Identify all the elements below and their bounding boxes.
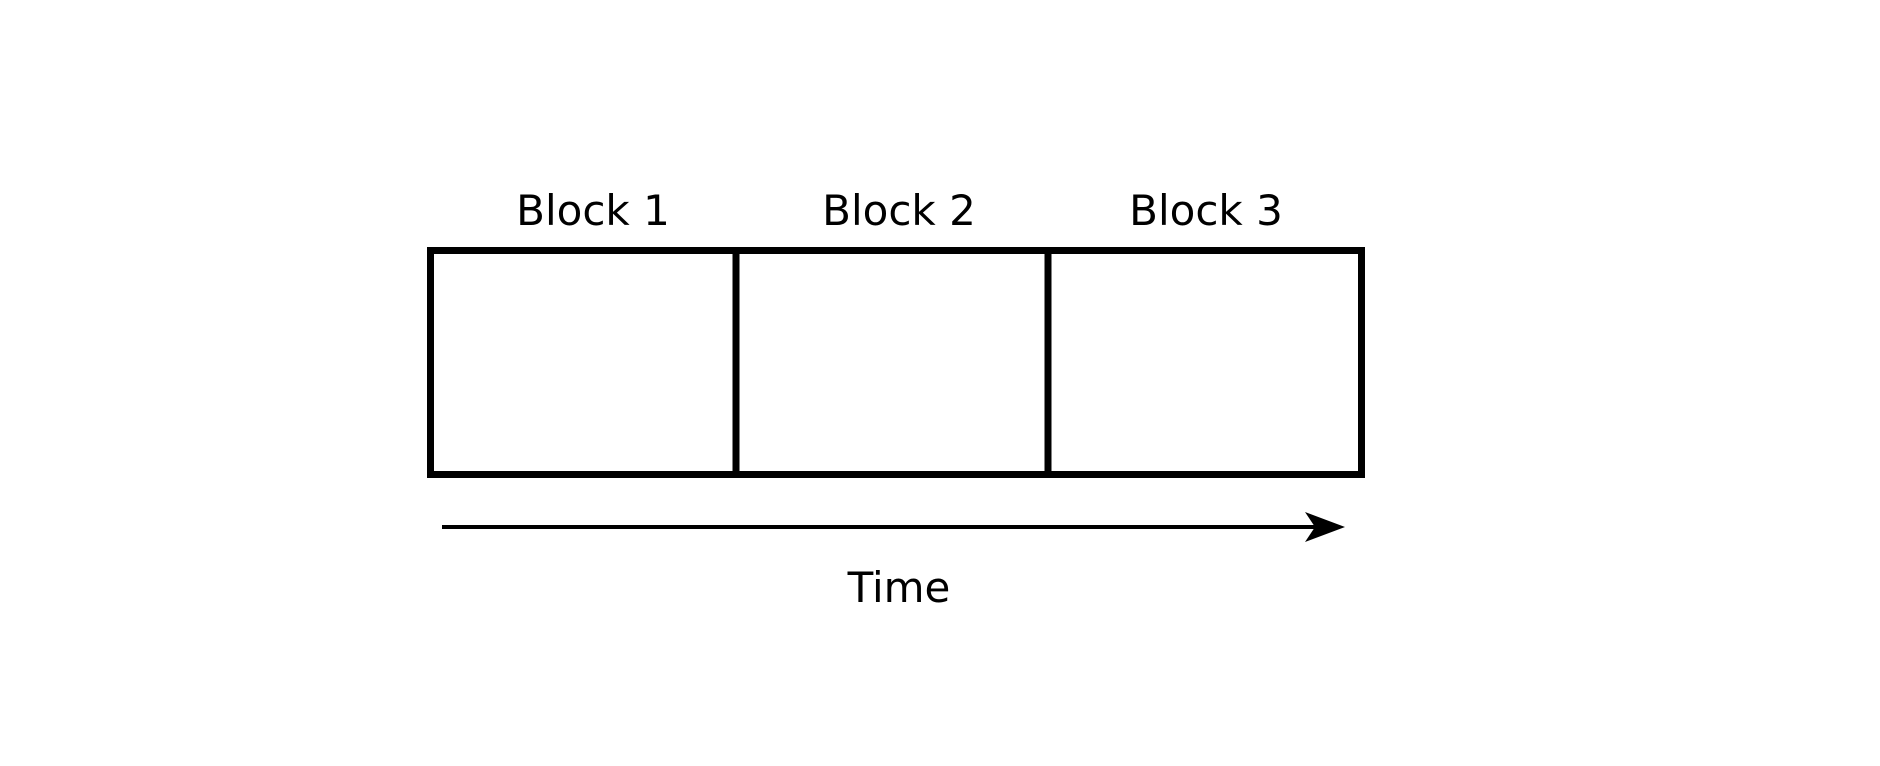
block-3-body[interactable]: [1051, 250, 1362, 475]
block-2-body[interactable]: [739, 250, 1049, 475]
time-axis-label: Time: [847, 563, 951, 612]
block-1-label: Block 1: [516, 186, 670, 235]
arrow-right-icon: [1305, 512, 1345, 542]
block-1-body[interactable]: [430, 250, 736, 475]
block-3-label: Block 3: [1129, 186, 1283, 235]
blocks-outer-frame: [427, 247, 1365, 478]
block-2-label: Block 2: [822, 186, 976, 235]
